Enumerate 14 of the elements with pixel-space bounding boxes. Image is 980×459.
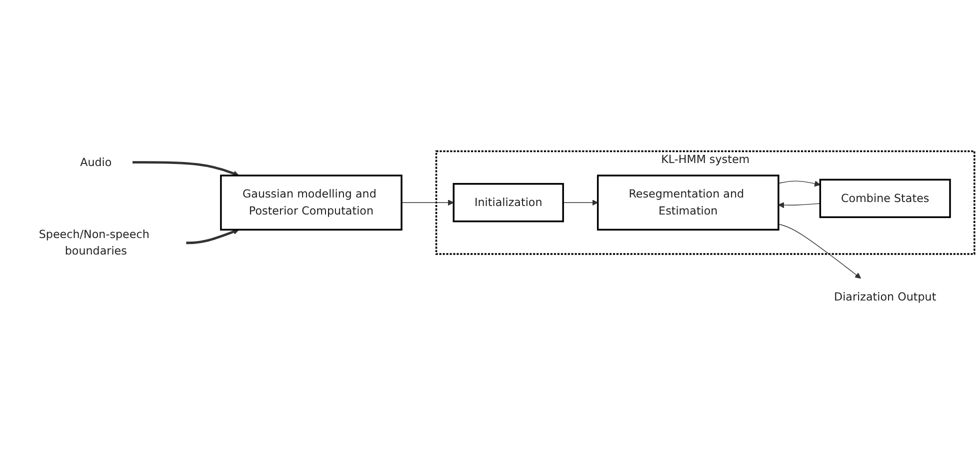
- arrow: [778, 180, 820, 186]
- node-box: Resegmentation and Estimation: [596, 174, 780, 230]
- arrow: [401, 199, 454, 206]
- arrow: [562, 199, 598, 206]
- node-text: Diarization Output: [834, 290, 936, 304]
- node-text: Audio: [80, 155, 112, 168]
- arrow: [132, 160, 240, 176]
- arrow: [778, 224, 862, 278]
- node-text: Speech/Non-speech boundaries: [38, 227, 150, 258]
- arrow: [778, 202, 821, 208]
- node-box: Gaussian modelling and Posterior Computation: [220, 174, 402, 230]
- arrow: [186, 228, 240, 244]
- node-box: Initialization: [452, 182, 564, 222]
- node-box: Combine States: [819, 178, 951, 218]
